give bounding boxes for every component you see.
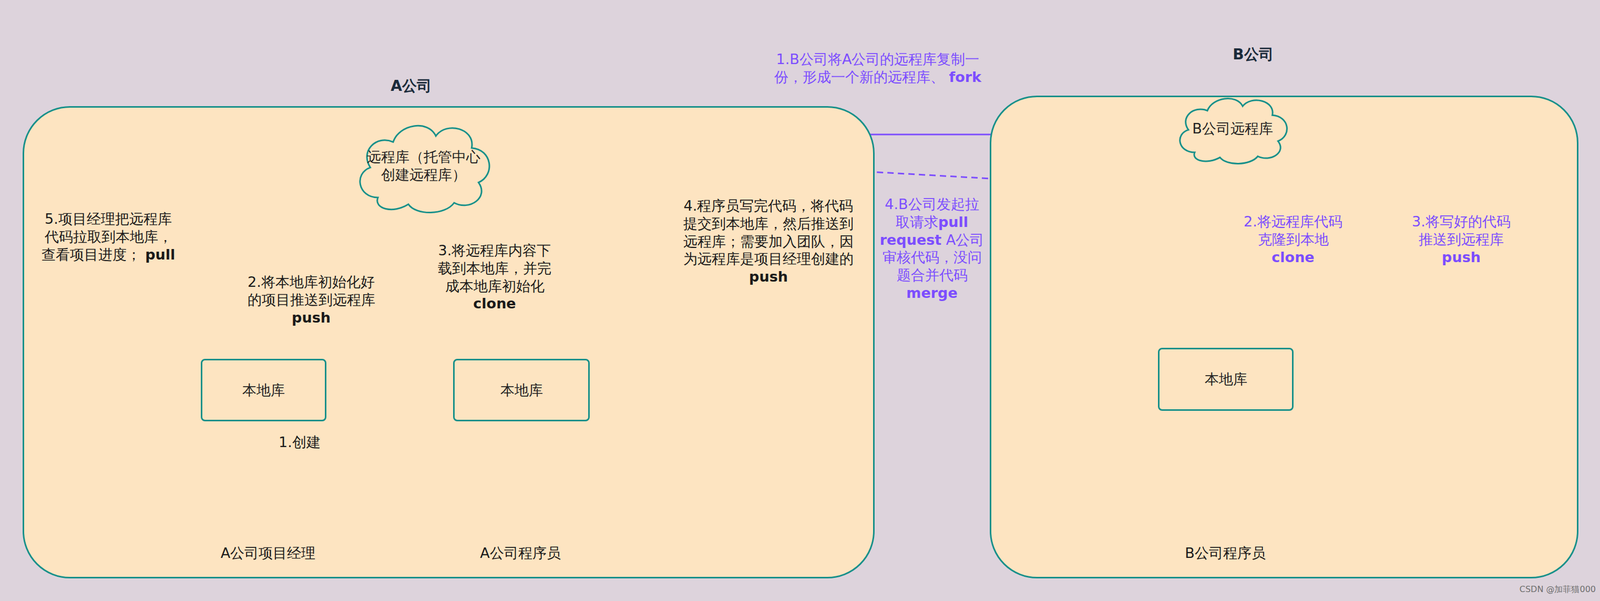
node-text: 本地库 [242,381,285,400]
watermark: CSDN @加菲猫000 [1519,584,1596,596]
local-repo-box: 本地库 [1157,347,1294,412]
edge-label: 3.将写好的代码推送到远程库 push [1408,212,1514,266]
role-caption: B公司程序员 [1184,544,1266,563]
region-heading: B公司 [1232,45,1274,64]
region-heading: A公司 [390,76,432,96]
edge-label: 2.将本地库初始化好的项目推送到远程库 push [242,273,380,327]
edge-label: 2.将远程库代码克隆到本地 clone [1237,212,1349,266]
remote-repo-cloud: 远程库（托管中心 创建远程库） [347,113,500,219]
local-repo-box: 本地库 [453,359,590,422]
node-text: 远程库（托管中心 创建远程库） [362,148,485,184]
company-region: B公司B公司远程库本地库 [989,95,1579,579]
node-text: 本地库 [500,381,543,400]
role-caption: A公司程序员 [479,544,561,563]
node-text: 本地库 [1204,370,1248,389]
edge-label: 5.项目经理把远程库代码拉取到本地库，查看项目进度； pull [39,210,177,264]
cloud-outline [347,113,500,219]
node-text: B公司远程库 [1182,119,1284,138]
edge-label: 1.B公司将A公司的远程库复制一份，形成一个新的远程库、 fork [772,50,983,87]
edge-label: 4.程序员写完代码，将代码提交到本地库，然后推送到远程库；需要加入团队，因为远程… [679,197,858,286]
local-repo-box: 本地库 [200,359,327,422]
step-label: 1.创建 [278,433,321,452]
edge-label: 3.将远程库内容下载到本地库，并完成本地库初始化 clone [431,241,558,313]
company-region: A公司远程库（托管中心 创建远程库）本地库本地库 [22,106,875,579]
remote-repo-cloud: B公司远程库 [1169,89,1296,169]
edge-label: 4.B公司发起拉取请求pull request A公司审核代码，没问题合并代码m… [878,195,987,303]
role-caption: A公司项目经理 [220,544,316,563]
